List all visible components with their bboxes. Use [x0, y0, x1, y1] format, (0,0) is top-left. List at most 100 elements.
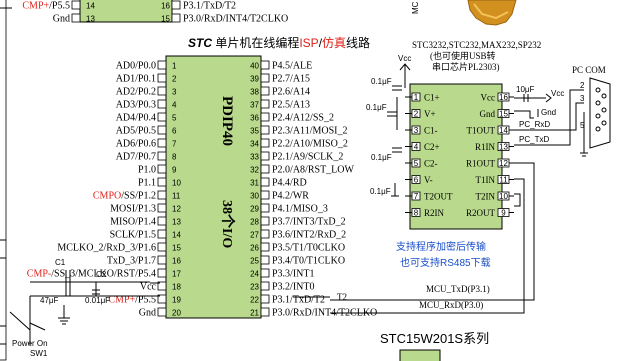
- left-edge-fragments: [0, 0, 12, 361]
- main-right-pin-label: P2.6/A14: [272, 87, 310, 98]
- mcu-nets: T2 MCU_TxD(P3.1) MCU_RxD(P3.0): [293, 284, 490, 310]
- main-right-pin-label: P2.3/A11/MOSI_2: [272, 126, 347, 137]
- main-left-pin-number: 14: [172, 231, 181, 240]
- rs232-right-pin-number: 16: [499, 93, 508, 102]
- rs232-left-pin-label: T2OUT: [424, 192, 453, 202]
- main-left-pin-number: 6: [172, 127, 177, 136]
- main-left-pin-number: 17: [172, 270, 181, 279]
- main-right-pin-number: 29: [250, 205, 259, 214]
- power-c2: C2: [96, 270, 107, 279]
- rs232-right-side: 10μF Vcc Gnd PC_RxD PC_TxD: [330, 85, 588, 314]
- cap-4-label: 0.1μF: [370, 187, 391, 196]
- main-right-pin-label: P3.4/T0/T1CLKO: [272, 256, 345, 267]
- main-left-pin-label: SCLK/P1.5: [110, 230, 156, 241]
- main-left-pin-label: AD7/P0.7: [116, 152, 156, 163]
- cap-2-label: 0.1μF: [366, 103, 387, 112]
- main-left-pin-number: 20: [172, 309, 181, 318]
- main-right-pin-label: P3.7/INT3/TxD_2: [272, 217, 346, 228]
- main-left-pin-label: AD1/P0.1: [116, 74, 156, 85]
- rs232-right-pin-number: 15: [499, 110, 508, 119]
- main-left-pin-number: 4: [172, 101, 177, 110]
- net-pc-rxd: PC_RxD: [519, 120, 550, 129]
- main-right-pin-number: 27: [250, 231, 259, 240]
- fragment-label: MC: [411, 1, 420, 14]
- rs232-vcc-left: Vcc: [398, 54, 411, 63]
- main-right-pin-label: P4.4/RD: [272, 178, 307, 189]
- main-right-pin-number: 33: [250, 153, 259, 162]
- main-left-pin-number: 13: [172, 218, 181, 227]
- main-left-pin-label: AD4/P0.4: [116, 113, 156, 124]
- main-left-pin-number: 12: [172, 205, 181, 214]
- main-left-pin-label: MOSI/P1.3: [110, 204, 156, 215]
- top-left-pin-number: 14: [86, 2, 95, 11]
- main-left-pin-label: AD0/P0.0: [116, 61, 156, 72]
- rs232-right-pin-label: Vcc: [481, 93, 496, 103]
- diagram-title: STC 单片机在线编程ISP/仿真线路: [188, 35, 370, 50]
- net-mcu-txd: MCU_TxD(P3.1): [426, 284, 490, 294]
- main-right-pin-number: 25: [250, 257, 259, 266]
- main-left-pin-label: AD2/P0.2: [116, 87, 156, 98]
- power-c2-value: 0.01μF: [85, 296, 110, 305]
- rs232-right-pin-label: Gnd: [480, 109, 496, 119]
- title-middle: 单片机在线编程: [212, 35, 299, 50]
- chip-photo-fragment: [467, 0, 517, 26]
- main-left-pin-label: MISO/P1.4: [110, 217, 156, 228]
- main-left-pin-number: 7: [172, 140, 177, 149]
- rs232-right-pin-label: T1OUT: [467, 126, 496, 136]
- rs232-caps: Vcc 0.1μF 0.1μF 0.1μF 0.1μF: [366, 54, 411, 197]
- power-c1: C1: [55, 258, 66, 267]
- main-right-pin-label: P2.4/A12/SS_2: [272, 113, 334, 124]
- pc-com-title: PC COM: [572, 65, 606, 75]
- main-right-pin-label: P2.5/A13: [272, 100, 310, 111]
- main-left-pin-number: 8: [172, 153, 177, 162]
- power-switch-label: Power On: [12, 339, 48, 348]
- main-right-pin-label: P4.5/ALE: [272, 61, 312, 72]
- pc-com-pin-3: 3: [580, 94, 585, 103]
- power-sw-label: SW1: [30, 349, 48, 358]
- main-right-pin-number: 36: [250, 114, 259, 123]
- main-right-pin-label: P4.2/WR: [272, 191, 309, 202]
- cap-1-label: 0.1μF: [371, 77, 392, 86]
- rs232-left-pin-number: 5: [414, 159, 419, 168]
- rs232-right-pin-number: 11: [499, 176, 508, 185]
- main-left-pin-label: CMPO/SS/P1.2: [93, 191, 156, 202]
- main-left-pin-label: MCLKO_2/RxD_3/P1.6: [57, 243, 156, 254]
- top-right-pin-number: 15: [161, 15, 170, 24]
- main-right-pin-number: 35: [250, 127, 259, 136]
- main-right-pin-number: 30: [250, 192, 259, 201]
- top-left-pin-number: 13: [86, 15, 95, 24]
- main-right-pin-number: 21: [250, 309, 259, 318]
- top-right-fragment: MC: [411, 0, 517, 26]
- main-right-pin-label: P2.2/A10/MISO_2: [272, 139, 348, 150]
- main-left-pin-number: 9: [172, 166, 177, 175]
- rs232-section: STC3232,STC232,MAX232,SP232 (也可使用USB转 串口…: [396, 40, 541, 269]
- rs232-right-pin-number: 12: [499, 159, 508, 168]
- rs232-right-pin-number: 13: [499, 143, 508, 152]
- rs232-left-pin-number: 3: [414, 126, 419, 135]
- rs232-note-1: (也可使用USB转: [430, 50, 496, 61]
- title-slash: /: [319, 36, 323, 50]
- pc-com-pin-5: 5: [580, 121, 585, 130]
- rs232-left-pin-number: 6: [414, 176, 419, 185]
- main-right-pin-number: 31: [250, 179, 259, 188]
- rs232-left-pin-label: C1-: [424, 126, 438, 136]
- title-sim: 仿真: [322, 36, 346, 50]
- gnd-right: Gnd: [541, 108, 556, 117]
- main-left-pin-number: 16: [172, 257, 181, 266]
- main-left-pin-label: AD6/P0.6: [116, 139, 156, 150]
- main-right-pin-label: P3.5/T1/T0CLKO: [272, 243, 345, 254]
- main-right-pin-number: 28: [250, 218, 259, 227]
- main-left-pin-label: Gnd: [139, 308, 156, 319]
- pc-com-pin-2: 2: [580, 81, 585, 90]
- main-left-pin-number: 3: [172, 88, 177, 97]
- top-right-pin-label: P3.0/RxD/INT4/T2CLKO: [183, 14, 288, 25]
- rs232-right-pin-number: 9: [501, 209, 506, 218]
- main-left-pin-label: AD5/P0.5: [116, 126, 156, 137]
- main-right-pin-label: P3.6/INT2/RxD_2: [272, 230, 346, 241]
- rs232-left-pin-label: V-: [424, 175, 433, 185]
- main-right-pin-number: 22: [250, 296, 259, 305]
- main-left-pin-label: AD3/P0.3: [116, 100, 156, 111]
- main-left-pin-label: TxD_3/P1.7: [107, 256, 156, 267]
- main-right-pin-label: P4.1/MISO_3: [272, 204, 328, 215]
- main-right-pin-label: P2.7/A15: [272, 74, 310, 85]
